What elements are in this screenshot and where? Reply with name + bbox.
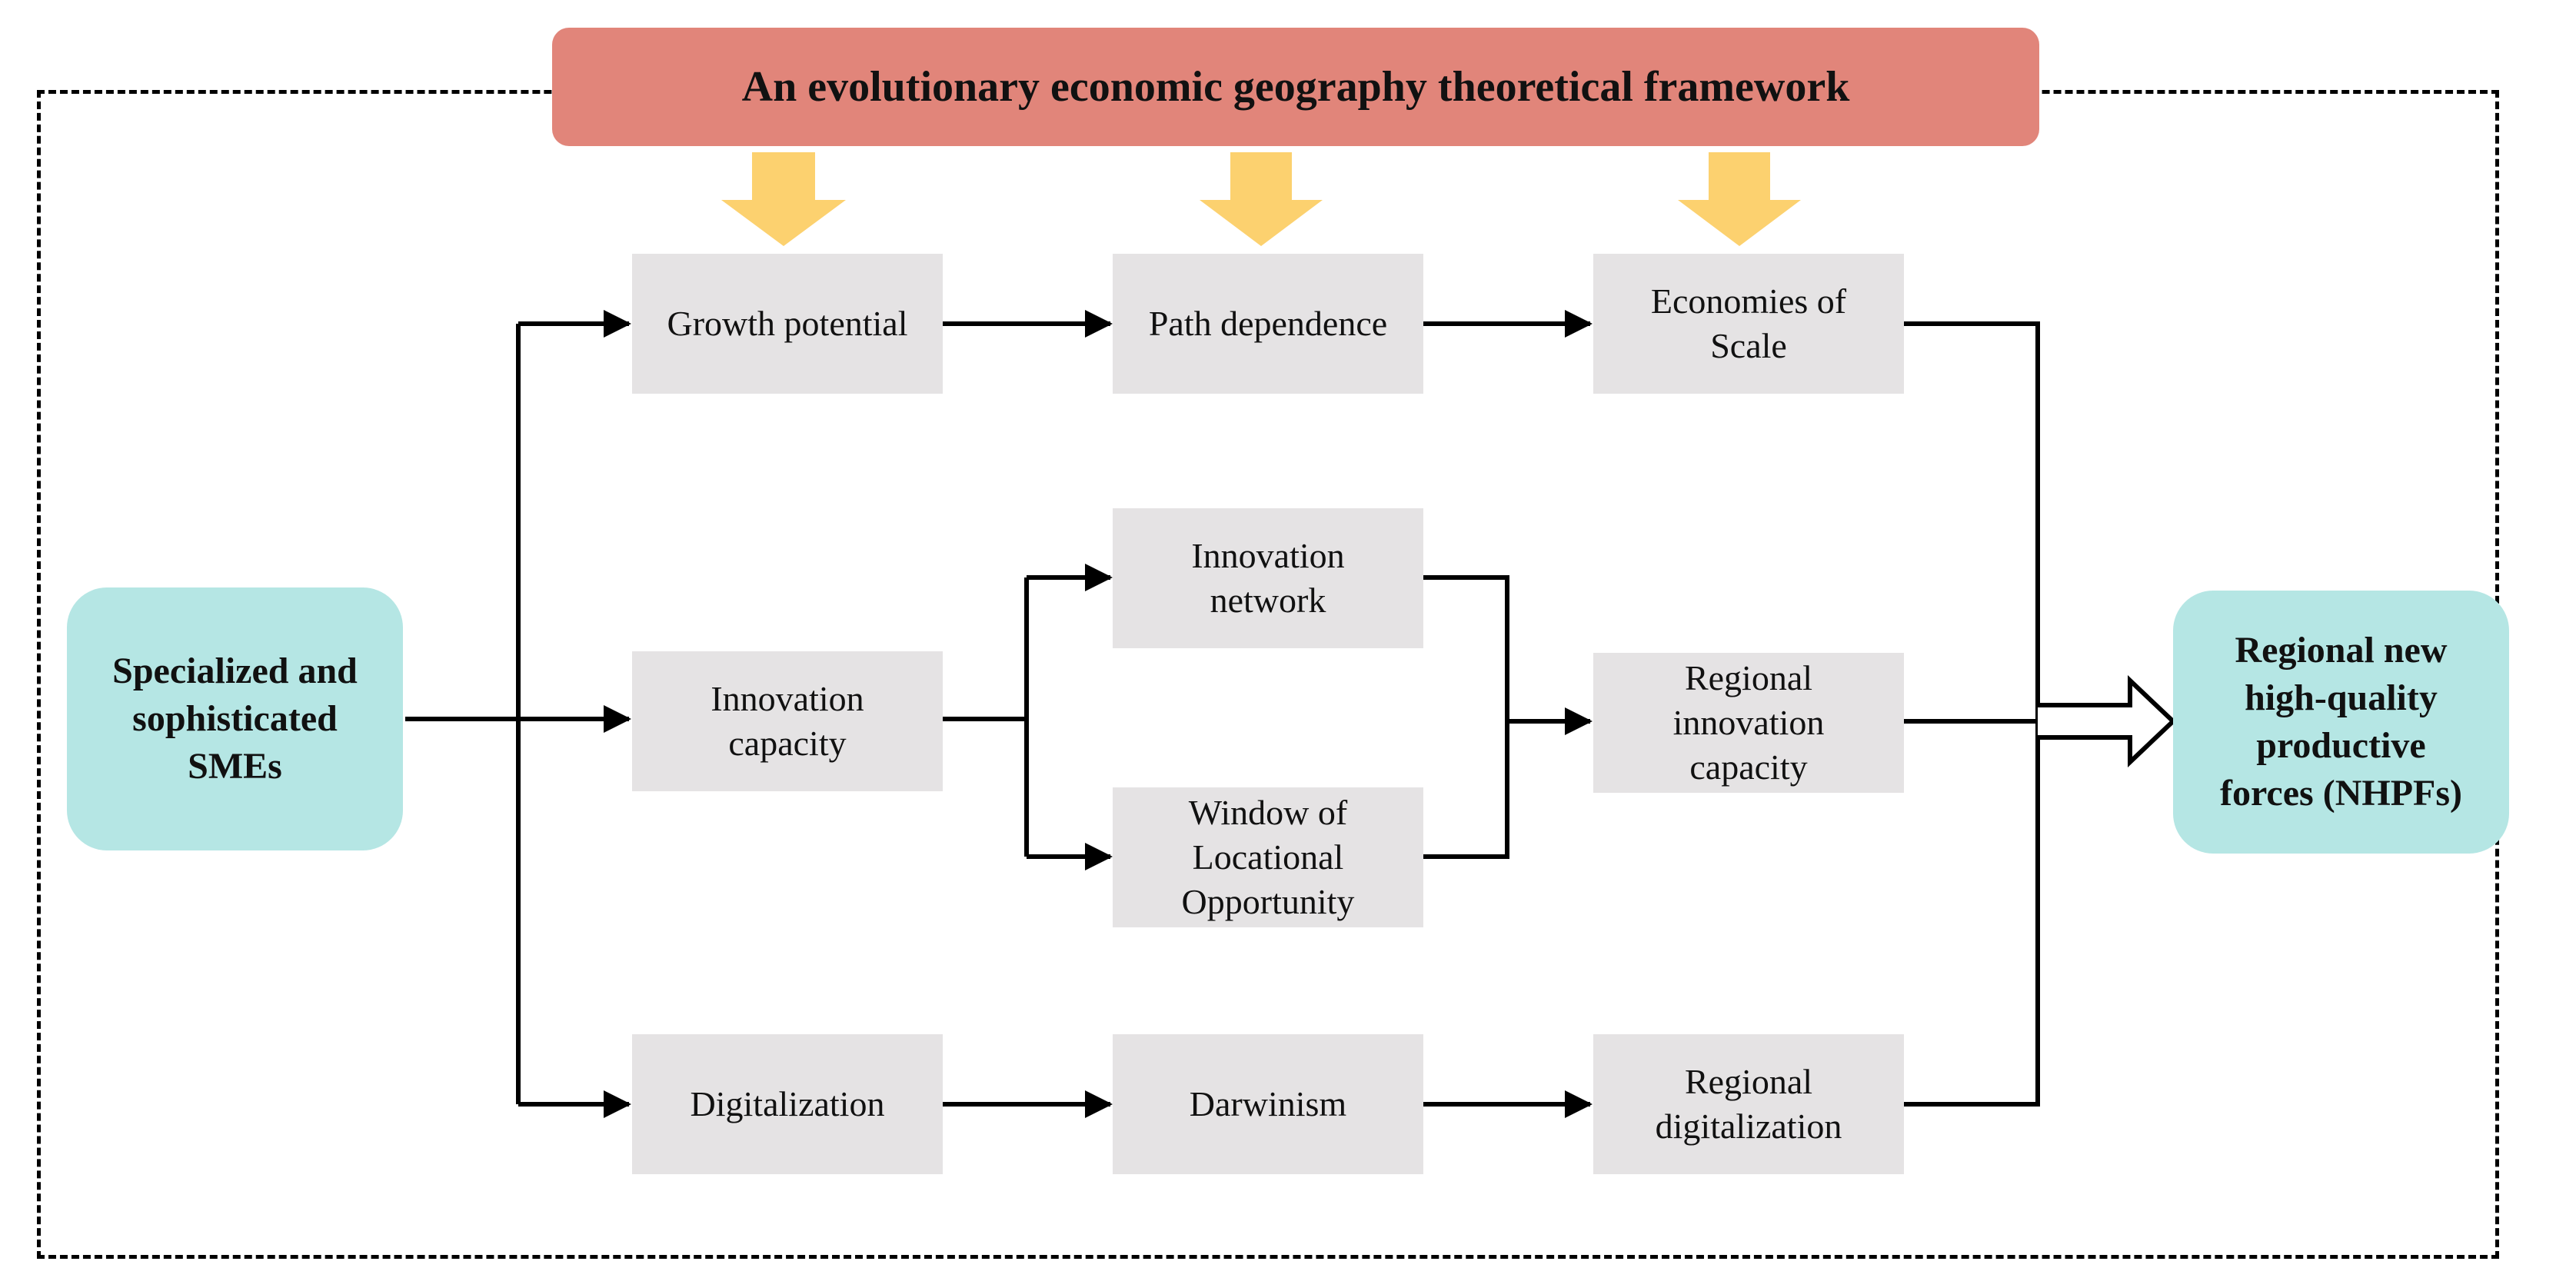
node-path-dependence: Path dependence bbox=[1113, 254, 1423, 394]
growth-potential-label: Growth potential bbox=[667, 304, 908, 343]
regional-innovation-label: Regional innovation capacity bbox=[1672, 658, 1825, 787]
down-arrow-3 bbox=[1678, 152, 1801, 246]
window-label: Window of Locational Opportunity bbox=[1181, 793, 1355, 921]
node-innovation-capacity: Innovation capacity bbox=[632, 651, 943, 791]
framework-title-banner: An evolutionary economic geography theor… bbox=[552, 28, 2039, 146]
node-economies-of-scale: Economies of Scale bbox=[1593, 254, 1904, 394]
node-window-of-locational-opportunity: Window of Locational Opportunity bbox=[1113, 787, 1423, 927]
innovation-network-label: Innovation network bbox=[1191, 536, 1345, 620]
path-dependence-label: Path dependence bbox=[1148, 304, 1388, 343]
innovation-capacity-label: Innovation capacity bbox=[711, 679, 864, 763]
down-arrow-2 bbox=[1200, 152, 1323, 246]
down-arrow-1 bbox=[721, 152, 846, 246]
digitalization-label: Digitalization bbox=[690, 1084, 885, 1123]
economies-of-scale-label: Economies of Scale bbox=[1650, 281, 1847, 365]
node-darwinism: Darwinism bbox=[1113, 1034, 1423, 1174]
regional-digitalization-label: Regional digitalization bbox=[1655, 1062, 1842, 1146]
node-regional-digitalization: Regional digitalization bbox=[1593, 1034, 1904, 1174]
source-node: Specialized and sophisticated SMEs bbox=[67, 587, 403, 850]
node-regional-innovation-capacity: Regional innovation capacity bbox=[1593, 653, 1904, 793]
node-digitalization: Digitalization bbox=[632, 1034, 943, 1174]
framework-title: An evolutionary economic geography theor… bbox=[741, 63, 1850, 111]
right-collector bbox=[1904, 321, 2040, 1107]
target-node: Regional new high-quality productive for… bbox=[2173, 591, 2509, 854]
target-label: Regional new high-quality productive for… bbox=[2220, 630, 2462, 814]
node-innovation-network: Innovation network bbox=[1113, 508, 1423, 648]
source-label: Specialized and sophisticated SMEs bbox=[112, 651, 358, 787]
darwinism-label: Darwinism bbox=[1189, 1084, 1347, 1123]
merge-network bbox=[1423, 575, 1509, 859]
hollow-arrow-to-target bbox=[2038, 675, 2177, 767]
node-growth-potential: Growth potential bbox=[632, 254, 943, 394]
